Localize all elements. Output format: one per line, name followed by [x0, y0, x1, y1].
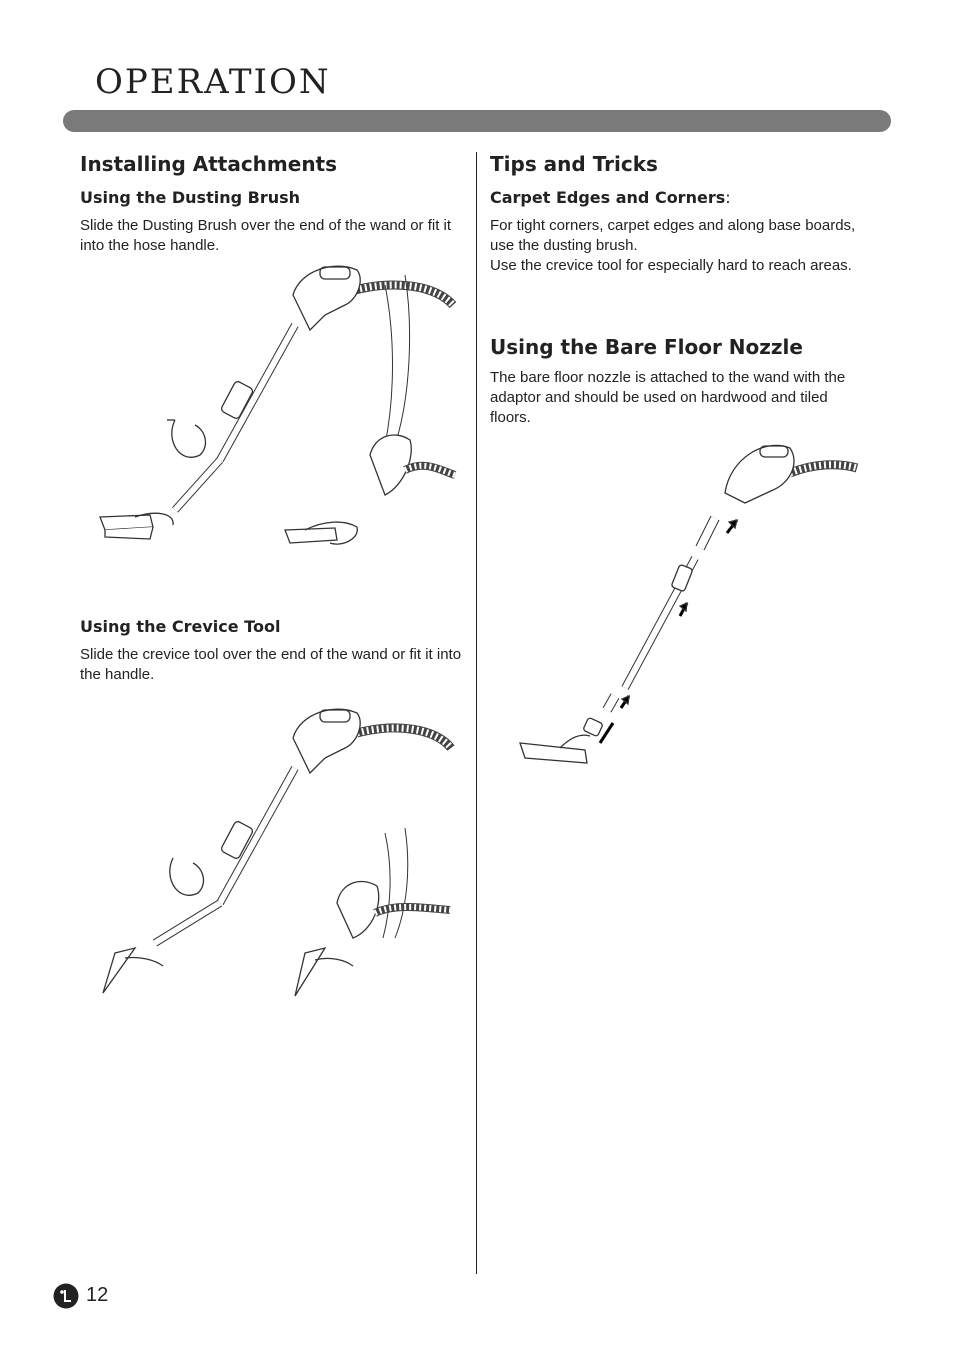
tips-and-tricks-heading: Tips and Tricks	[490, 152, 658, 176]
installing-attachments-heading: Installing Attachments	[80, 152, 338, 176]
dusting-brush-illustration	[95, 255, 465, 560]
carpet-edges-heading: Carpet Edges and Corners:	[490, 188, 731, 207]
column-divider	[476, 152, 477, 1274]
crevice-tool-illustration	[95, 698, 465, 1003]
bare-floor-nozzle-heading: Using the Bare Floor Nozzle	[490, 335, 803, 359]
bare-floor-nozzle-text: The bare floor nozzle is attached to the…	[490, 369, 846, 426]
lg-logo-icon	[53, 1283, 79, 1309]
bare-floor-nozzle-illustration	[515, 438, 860, 778]
dusting-brush-heading: Using the Dusting Brush	[80, 188, 301, 207]
dusting-brush-text: Slide the Dusting Brush over the end of …	[80, 217, 452, 254]
carpet-edges-text-1: For tight corners, carpet edges and alon…	[490, 217, 856, 254]
crevice-tool-text: Slide the crevice tool over the end of t…	[80, 646, 462, 683]
crevice-tool-heading: Using the Crevice Tool	[80, 617, 281, 636]
page-number: 12	[86, 1284, 109, 1306]
carpet-edges-text-2: Use the crevice tool for especially hard…	[490, 257, 852, 274]
page-title: OPERATION	[95, 62, 331, 102]
title-bar	[63, 110, 891, 132]
